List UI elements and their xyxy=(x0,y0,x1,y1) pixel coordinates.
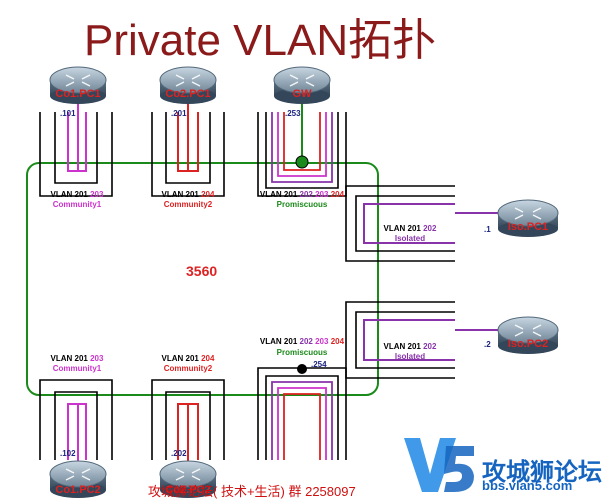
port-bottom-community2 xyxy=(151,379,225,470)
router-co1-pc2-label: Co1.PC2 xyxy=(55,484,100,496)
label-bottom-com2: VLAN 201 204 xyxy=(162,354,215,363)
ip-co1-pc2: .102 xyxy=(60,449,76,458)
port-bottom-promiscuous xyxy=(257,364,347,460)
ip-promisc-bottom: .254 xyxy=(311,360,327,369)
router-co1-pc2[interactable]: Co1.PC2 xyxy=(49,460,107,498)
router-co2-pc2[interactable]: Co2.PC2 xyxy=(159,460,217,498)
ip-co1-pc1: .101 xyxy=(60,109,76,118)
router-iso-pc2-label: Iso.PC2 xyxy=(508,338,548,350)
port-top-promiscuous xyxy=(257,96,347,197)
logo-site-name: 攻城狮论坛 xyxy=(482,459,602,486)
router-iso-pc2[interactable]: Iso.PC2 xyxy=(497,316,559,354)
port-bottom-community1 xyxy=(39,379,113,470)
ip-co2-pc1: .201 xyxy=(171,109,187,118)
port-top-community1 xyxy=(39,96,113,197)
port-right-isolated2 xyxy=(345,301,505,379)
name-top-com2: Community2 xyxy=(164,200,213,209)
logo-site-url: bbs.vlan5.com xyxy=(482,478,573,493)
label-top-com1: VLAN 201 203 xyxy=(51,190,104,199)
label-bottom-com1: VLAN 201 203 xyxy=(51,354,104,363)
label-top-com2: VLAN 201 204 xyxy=(162,190,215,199)
label-right-iso2: VLAN 201 202 xyxy=(384,342,437,351)
ip-gw: .253 xyxy=(285,109,301,118)
router-co2-pc1-label: Co2.PC1 xyxy=(165,88,210,100)
port-top-community2 xyxy=(151,96,225,197)
label-top-promisc: VLAN 201 202 203 204 xyxy=(260,190,345,199)
router-gw[interactable]: GW xyxy=(273,66,331,104)
switch-3560-outline xyxy=(26,162,379,396)
label-bottom-promisc: VLAN 201 202 203 204 xyxy=(260,337,345,346)
router-co1-pc1-label: Co1.PC1 xyxy=(55,88,100,100)
switch-label: 3560 xyxy=(186,263,217,279)
diagram-title: Private VLAN拓扑 xyxy=(84,16,437,65)
port-right-isolated1 xyxy=(345,185,505,262)
name-bottom-com2: Community2 xyxy=(164,364,213,373)
ip-co2-pc2: .202 xyxy=(171,449,187,458)
router-co1-pc1[interactable]: Co1.PC1 xyxy=(49,66,107,104)
name-top-promisc: Promiscuous xyxy=(277,200,328,209)
name-right-iso1: Isolated xyxy=(395,234,425,243)
router-iso-pc1-label: Iso.PC1 xyxy=(508,221,548,233)
ip-iso-pc1: .1 xyxy=(484,225,491,234)
label-right-iso1: VLAN 201 202 xyxy=(384,224,437,233)
router-iso-pc1[interactable]: Iso.PC1 xyxy=(497,199,559,237)
router-gw-label: GW xyxy=(293,88,313,100)
ip-iso-pc2: .2 xyxy=(484,340,491,349)
name-bottom-com1: Community1 xyxy=(53,364,102,373)
name-right-iso2: Isolated xyxy=(395,352,425,361)
watermark-text: 攻城狮论坛( 技术+生活) 群 2258097 xyxy=(148,484,356,499)
v5-logo-icon: V5 xyxy=(404,438,474,492)
router-co2-pc1[interactable]: Co2.PC1 xyxy=(159,66,217,104)
name-top-com1: Community1 xyxy=(53,200,102,209)
router-co2-pc2-label: Co2.PC2 xyxy=(165,484,210,496)
name-bottom-promisc: Promiscuous xyxy=(277,348,328,357)
